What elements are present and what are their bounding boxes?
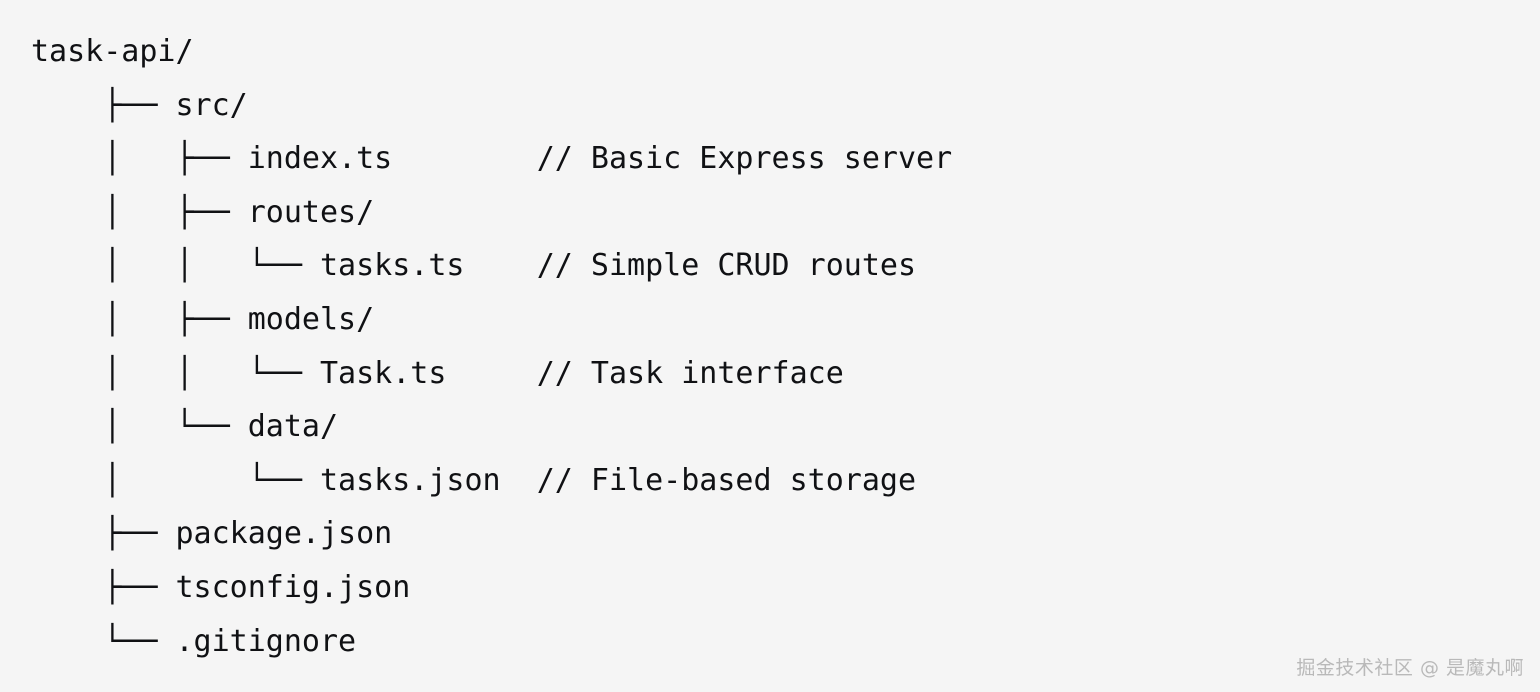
tree-line: ├── src/ [31,79,1511,133]
tree-line: task-api/ [31,25,1511,79]
tree-branch-glyph: │ └── [31,409,248,445]
tree-directory-name: src/ [175,87,248,123]
tree-file-name: .gitignore [175,623,357,659]
tree-branch-glyph: │ │ └── [31,355,320,391]
tree-directory-name: routes/ [247,194,375,230]
tree-file-name: tasks.json [319,462,501,498]
tree-comment-spacer [392,141,537,176]
tree-comment-spacer [501,463,537,498]
directory-tree: task-api/ ├── src/ │ ├── index.ts // Bas… [31,25,1511,668]
tree-line: │ └── tasks.json // File-based storage [31,454,1511,508]
tree-line: ├── package.json [31,507,1511,561]
tree-file-name: Task.ts [319,355,447,391]
tree-file-name: tsconfig.json [175,569,411,605]
tree-comment: // Simple CRUD routes [536,248,917,284]
watermark: 掘金技术社区 @ 是魔丸啊 [1296,657,1524,679]
tree-directory-name: data/ [247,409,339,445]
tree-comment: // Basic Express server [536,141,953,177]
tree-branch-glyph: │ ├── [31,301,248,337]
tree-branch-glyph: │ ├── [31,141,248,177]
tree-comment-spacer [446,356,536,391]
tree-comment-spacer [464,248,536,283]
tree-branch-glyph: ├── [31,569,176,605]
tree-line: │ └── data/ [31,400,1511,454]
tree-line: │ │ └── Task.ts // Task interface [31,347,1511,401]
tree-comment: // File-based storage [536,462,917,498]
tree-directory-name: task-api/ [31,34,194,69]
tree-branch-glyph: ├── [31,87,176,123]
tree-file-name: index.ts [247,141,393,177]
tree-comment: // Task interface [536,355,844,391]
tree-line: │ ├── models/ [31,293,1511,347]
tree-branch-glyph: │ └── [31,462,320,498]
tree-branch-glyph: └── [31,623,176,659]
tree-branch-glyph: │ ├── [31,194,248,230]
tree-branch-glyph: ├── [31,516,176,552]
tree-file-name: tasks.ts [319,248,465,284]
tree-line: │ ├── routes/ [31,186,1511,240]
tree-file-name: package.json [175,516,393,552]
tree-line: │ ├── index.ts // Basic Express server [31,132,1511,186]
tree-line: │ │ └── tasks.ts // Simple CRUD routes [31,239,1511,293]
tree-branch-glyph: │ │ └── [31,248,320,284]
tree-directory-name: models/ [247,301,375,337]
tree-line: └── .gitignore [31,615,1511,669]
tree-line: ├── tsconfig.json [31,561,1511,615]
